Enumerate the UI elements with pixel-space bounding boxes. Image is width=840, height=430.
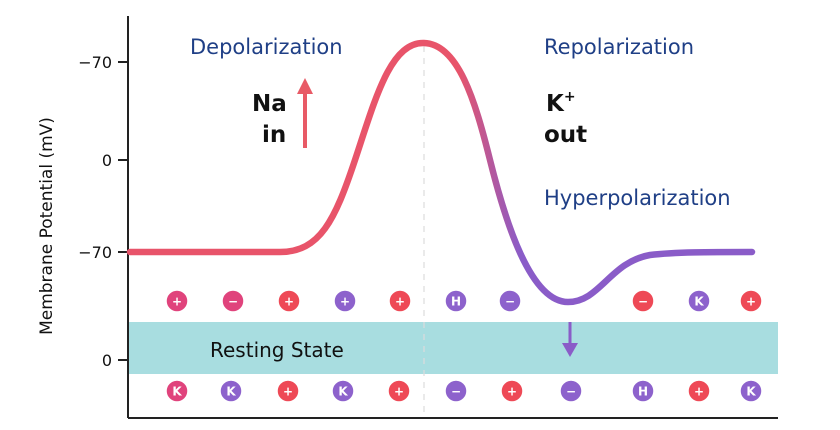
tick-label: −70: [78, 53, 112, 72]
ion-symbol: +: [172, 295, 182, 309]
ion-potassium: K: [331, 379, 355, 403]
ion-potassium: K: [165, 379, 189, 403]
ion-symbol: K: [226, 385, 236, 399]
ion-symbol: −: [566, 385, 576, 399]
ion-positive: +: [739, 289, 763, 313]
ion-negative: −: [221, 289, 245, 313]
ion-positive: +: [165, 289, 189, 313]
na-label: Na: [252, 91, 287, 117]
ion-circle: [444, 379, 468, 403]
ion-symbol: +: [395, 295, 405, 309]
ion-circle: [331, 379, 355, 403]
ion-negative: −: [631, 289, 655, 313]
ion-circle: [276, 379, 300, 403]
k-label: K: [546, 91, 565, 117]
ion-circle: [687, 289, 711, 313]
y-axis-label: Membrane Potential (mV): [37, 117, 57, 335]
ion-symbol: K: [172, 385, 182, 399]
ion-symbol: +: [694, 385, 704, 399]
ion-symbol: +: [507, 385, 517, 399]
na-in-arrowhead: [297, 78, 313, 94]
ion-positive: +: [277, 289, 301, 313]
tick-label: 0: [102, 151, 112, 170]
na-in-label: in: [262, 122, 286, 148]
hyperpolarization-label: Hyperpolarization: [544, 186, 731, 210]
ion-symbol: −: [505, 295, 515, 309]
ion-circle: [221, 289, 245, 313]
ion-symbol: +: [283, 385, 293, 399]
ion-positive: +: [687, 379, 711, 403]
ion-circle: [631, 379, 655, 403]
ion-negative: −: [559, 379, 583, 403]
ion-circle: [444, 289, 468, 313]
ion-circle: [387, 379, 411, 403]
ion-circle: [631, 289, 655, 313]
resting-state-label: Resting State: [210, 338, 344, 362]
resting-state-band: [128, 322, 778, 374]
ion-negative: −: [444, 379, 468, 403]
ion-negative: −: [498, 289, 522, 313]
ion-positive: +: [276, 379, 300, 403]
hyperpolarization-arrowhead: [562, 343, 578, 357]
ion-positive: +: [333, 289, 357, 313]
ion-circle: [388, 289, 412, 313]
ion-circle: [739, 289, 763, 313]
ion-potassium: K: [739, 379, 763, 403]
repolarization-label: Repolarization: [544, 35, 694, 59]
intracellular-ion-row: K K + K + − + − H + K: [165, 379, 763, 403]
ion-positive: +: [387, 379, 411, 403]
ion-circle: [333, 289, 357, 313]
ion-symbol: +: [746, 295, 756, 309]
ion-symbol: +: [284, 295, 294, 309]
ion-circle: [500, 379, 524, 403]
ion-circle: [498, 289, 522, 313]
ion-circle: [277, 289, 301, 313]
tick-label: 0: [102, 351, 112, 370]
ion-symbol: K: [694, 295, 704, 309]
ion-circle: [219, 379, 243, 403]
ion-circle: [559, 379, 583, 403]
k-charge-sup: +: [564, 89, 576, 105]
ion-circle: [165, 379, 189, 403]
depolarization-label: Depolarization: [190, 35, 343, 59]
ion-positive: +: [500, 379, 524, 403]
action-potential-curve: [126, 39, 756, 306]
ion-symbol: K: [338, 385, 348, 399]
ion-potassium: K: [219, 379, 243, 403]
ion-symbol: −: [451, 385, 461, 399]
ion-circle: [739, 379, 763, 403]
ion-hydrogen: H: [631, 379, 655, 403]
ion-symbol: H: [638, 385, 648, 399]
ion-symbol: +: [394, 385, 404, 399]
ion-circle: [165, 289, 189, 313]
ion-circle: [687, 379, 711, 403]
ion-positive: +: [388, 289, 412, 313]
k-out-label: out: [544, 122, 587, 148]
svg-text:K+: K+: [546, 89, 576, 117]
tick-label: −70: [78, 243, 112, 262]
ion-symbol: K: [746, 385, 756, 399]
ion-symbol: +: [340, 295, 350, 309]
ion-symbol: −: [638, 295, 648, 309]
ion-symbol: −: [228, 295, 238, 309]
ion-symbol: H: [451, 295, 461, 309]
ion-hydrogen: H: [444, 289, 468, 313]
extracellular-ion-row: + − + + + H − − K +: [165, 289, 763, 313]
ion-potassium: K: [687, 289, 711, 313]
